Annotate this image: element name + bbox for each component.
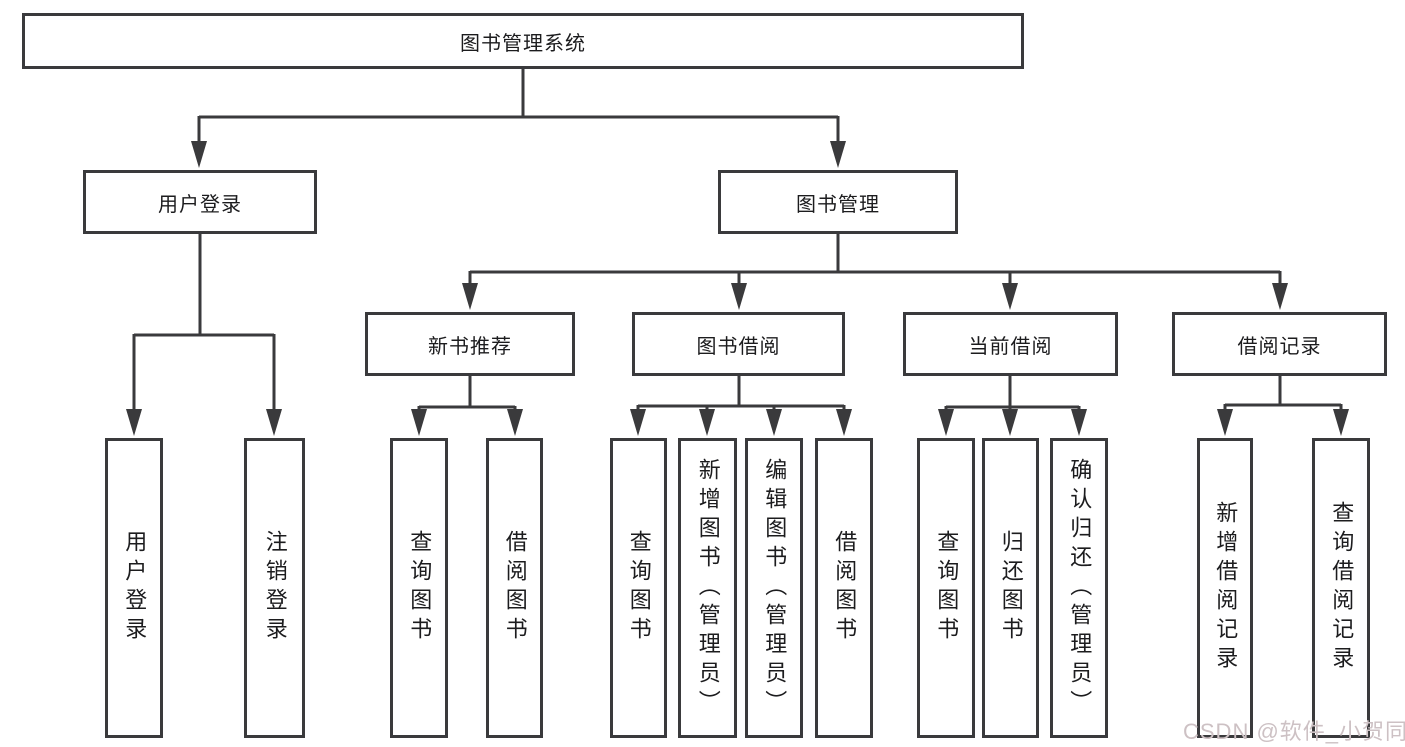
node-root-library-system: 图书管理系统 <box>22 13 1024 69</box>
leaf-query-books-1: 查询图书 <box>390 438 448 738</box>
leaf-logout: 注销登录 <box>244 438 305 738</box>
node-book-management-label: 图书管理 <box>796 193 880 216</box>
node-book-borrowing-label: 图书借阅 <box>696 335 781 358</box>
node-user-login-label: 用户登录 <box>158 193 242 216</box>
leaf-query-books-1-label: 查询图书 <box>407 530 433 646</box>
leaf-return-book: 归还图书 <box>982 438 1039 738</box>
leaf-query-books-3: 查询图书 <box>917 438 975 738</box>
leaf-confirm-return-admin: 确认归还（管理员） <box>1050 438 1108 738</box>
csdn-watermark: CSDN @软件_小贺同学 <box>1183 719 1405 744</box>
leaf-query-borrow-record: 查询借阅记录 <box>1312 438 1370 738</box>
node-current-borrowing-label: 当前借阅 <box>968 335 1053 358</box>
leaf-add-borrow-record: 新增借阅记录 <box>1197 438 1253 738</box>
leaf-borrow-books-1: 借阅图书 <box>486 438 543 738</box>
node-borrowing-records: 借阅记录 <box>1172 312 1387 376</box>
leaf-borrow-books-2-label: 借阅图书 <box>832 530 858 646</box>
leaf-add-book-admin-label: 新增图书（管理员） <box>695 457 721 719</box>
leaf-borrow-books-2: 借阅图书 <box>815 438 873 738</box>
leaf-confirm-return-admin-label: 确认归还（管理员） <box>1067 457 1093 719</box>
leaf-query-borrow-record-label: 查询借阅记录 <box>1329 501 1355 675</box>
leaf-query-books-2-label: 查询图书 <box>626 530 652 646</box>
leaf-query-books-2: 查询图书 <box>610 438 667 738</box>
leaf-edit-book-admin: 编辑图书（管理员） <box>745 438 803 738</box>
leaf-borrow-books-1-label: 借阅图书 <box>502 530 528 646</box>
node-new-book-recommend: 新书推荐 <box>365 312 575 376</box>
node-borrowing-records-label: 借阅记录 <box>1237 335 1322 358</box>
node-book-management: 图书管理 <box>718 170 958 234</box>
leaf-logout-label: 注销登录 <box>262 530 288 646</box>
node-root-label: 图书管理系统 <box>460 32 586 55</box>
node-user-login: 用户登录 <box>83 170 317 234</box>
leaf-query-books-3-label: 查询图书 <box>934 530 960 646</box>
leaf-user-login-label: 用户登录 <box>122 530 148 646</box>
node-new-book-recommend-label: 新书推荐 <box>428 335 512 358</box>
node-book-borrowing: 图书借阅 <box>632 312 845 376</box>
leaf-user-login: 用户登录 <box>105 438 163 738</box>
leaf-add-borrow-record-label: 新增借阅记录 <box>1213 501 1239 675</box>
node-current-borrowing: 当前借阅 <box>903 312 1118 376</box>
leaf-return-book-label: 归还图书 <box>998 530 1024 646</box>
leaf-add-book-admin: 新增图书（管理员） <box>678 438 737 738</box>
leaf-edit-book-admin-label: 编辑图书（管理员） <box>762 457 788 719</box>
